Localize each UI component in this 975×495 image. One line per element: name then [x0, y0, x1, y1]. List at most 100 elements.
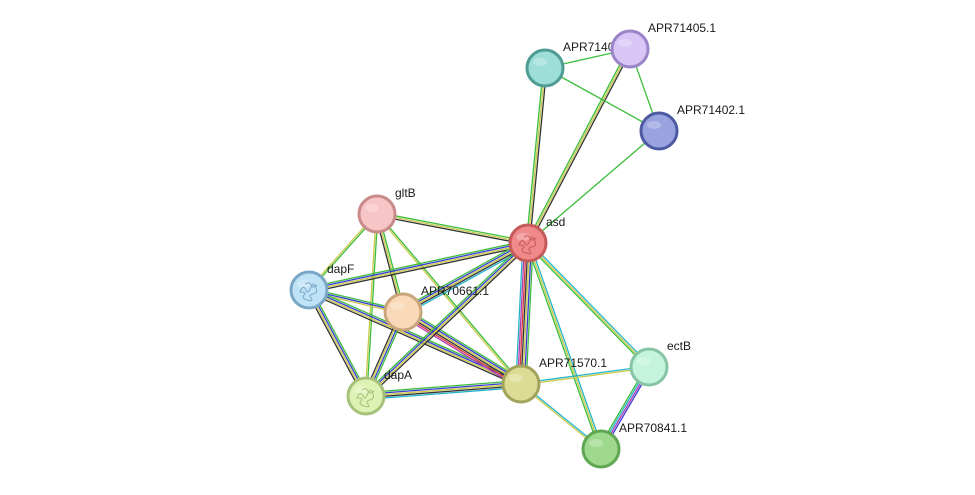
- edge-evidence-line: [376, 215, 528, 246]
- node-label: APR71405.1: [648, 21, 716, 35]
- node-asd[interactable]: asd: [508, 215, 565, 263]
- edge-evidence-line: [403, 310, 522, 384]
- edge-evidence-line: [375, 214, 521, 385]
- edge-dapA-asd[interactable]: [363, 240, 531, 399]
- node-APR71403[interactable]: APR7140: [525, 40, 615, 88]
- edge-evidence-line: [403, 309, 523, 383]
- node-dapF[interactable]: dapF: [289, 262, 354, 310]
- edges-layer: [306, 47, 660, 451]
- edge-evidence-line: [527, 48, 631, 244]
- node-circle[interactable]: [525, 48, 565, 88]
- node-circle[interactable]: [508, 223, 548, 263]
- edge-evidence-line: [364, 241, 528, 396]
- edge-APR70661.1-APR71570.1[interactable]: [400, 307, 524, 389]
- edge-evidence-line: [308, 241, 528, 290]
- edge-asd-ectB[interactable]: [526, 241, 651, 369]
- node-APR71570.1[interactable]: APR71570.1: [501, 356, 607, 404]
- node-circle[interactable]: [357, 194, 397, 234]
- edge-evidence-line: [366, 385, 522, 399]
- node-label: asd: [546, 215, 565, 229]
- node-highlight: [516, 233, 530, 241]
- edge-evidence-line: [401, 313, 521, 387]
- edge-APR71570.1-ectB[interactable]: [520, 365, 650, 386]
- node-highlight: [354, 386, 368, 394]
- node-label: APR70661.1: [421, 284, 489, 298]
- node-circle[interactable]: [639, 111, 679, 151]
- edge-evidence-line: [529, 68, 548, 244]
- edge-evidence-line: [306, 290, 365, 398]
- edge-evidence-line: [527, 130, 660, 244]
- node-circle[interactable]: [629, 347, 669, 387]
- node-highlight: [391, 302, 405, 310]
- node-highlight: [589, 439, 603, 447]
- edge-evidence-line: [403, 243, 530, 315]
- edge-asd-APR71403[interactable]: [525, 67, 548, 244]
- edge-APR71403-APR71402.1[interactable]: [544, 67, 660, 132]
- node-circle[interactable]: [289, 270, 329, 310]
- node-label: ectB: [667, 339, 691, 353]
- edge-evidence-line: [525, 47, 630, 243]
- edge-evidence-line: [307, 290, 366, 397]
- edge-evidence-line: [527, 242, 650, 368]
- edge-evidence-line: [309, 244, 529, 294]
- edge-dapA-APR71570.1[interactable]: [365, 379, 522, 401]
- edge-evidence-line: [402, 312, 521, 386]
- node-label: gltB: [395, 186, 416, 200]
- edge-evidence-line: [309, 243, 529, 292]
- edge-evidence-line: [527, 242, 602, 450]
- edge-evidence-line: [525, 243, 534, 385]
- edge-evidence-line: [377, 211, 529, 242]
- protein-structure-icon: [299, 282, 318, 302]
- node-APR71405.1[interactable]: APR71405.1: [610, 21, 716, 69]
- node-circle[interactable]: [581, 429, 621, 469]
- edge-APR70661.1-asd[interactable]: [401, 239, 530, 316]
- edge-dapF-dapA[interactable]: [306, 288, 369, 398]
- edge-evidence-line: [365, 383, 522, 397]
- edge-asd-APR70841.1[interactable]: [525, 242, 604, 450]
- node-circle[interactable]: [610, 29, 650, 69]
- edge-evidence-line: [366, 386, 522, 401]
- node-APR70841.1[interactable]: APR70841.1: [581, 421, 687, 469]
- protein-structure-icon: [356, 388, 375, 408]
- edge-evidence-line: [516, 242, 526, 384]
- edge-evidence-line: [363, 240, 527, 395]
- edge-gltB-asd[interactable]: [376, 211, 529, 246]
- node-label: APR71570.1: [539, 356, 607, 370]
- node-circle[interactable]: [346, 376, 386, 416]
- edge-evidence-line: [525, 243, 601, 450]
- node-gltB[interactable]: gltB: [357, 186, 416, 234]
- edge-evidence-line: [401, 239, 527, 310]
- edge-evidence-line: [404, 307, 524, 381]
- edge-evidence-line: [521, 367, 650, 386]
- edge-evidence-line: [307, 291, 521, 387]
- edge-evidence-line: [527, 67, 546, 244]
- edge-dapF-asd[interactable]: [308, 239, 529, 294]
- node-highlight: [618, 39, 632, 47]
- edge-evidence-line: [308, 239, 528, 289]
- node-label: APR7140: [563, 40, 615, 54]
- edge-asd-APR71570.1[interactable]: [515, 242, 534, 385]
- edge-asd-APR71405.1[interactable]: [525, 47, 633, 245]
- edge-evidence-line: [402, 242, 529, 313]
- edge-evidence-line: [310, 288, 369, 396]
- edge-evidence-line: [400, 315, 520, 389]
- edge-evidence-line: [520, 365, 649, 384]
- node-circle[interactable]: [501, 364, 541, 404]
- edge-gltB-APR71570.1[interactable]: [375, 213, 523, 385]
- node-dapA[interactable]: dapA: [346, 368, 412, 416]
- node-ectB[interactable]: ectB: [629, 339, 691, 387]
- edge-evidence-line: [528, 241, 651, 367]
- protein-structure-icon: [518, 235, 537, 255]
- edge-evidence-line: [544, 67, 660, 132]
- edge-evidence-line: [528, 49, 633, 245]
- edge-asd-APR71402.1[interactable]: [527, 130, 660, 244]
- node-APR70661.1[interactable]: APR70661.1: [383, 284, 489, 332]
- node-APR71402.1[interactable]: APR71402.1: [639, 103, 745, 151]
- node-circle[interactable]: [383, 292, 423, 332]
- edge-evidence-line: [367, 244, 531, 399]
- edge-evidence-line: [520, 242, 529, 385]
- node-highlight: [365, 204, 379, 212]
- node-highlight: [533, 58, 547, 66]
- edge-evidence-line: [365, 381, 521, 395]
